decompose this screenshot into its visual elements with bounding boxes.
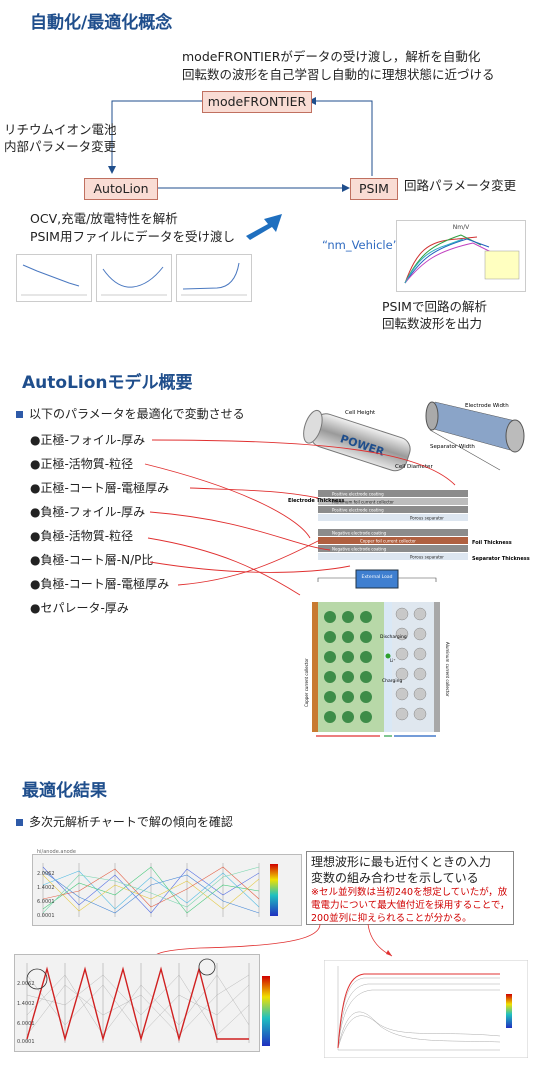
parallel-coords-chart-top: 2.0062 1.4002 6.0001 0.0001 hi/anode.ano… [32, 849, 302, 926]
layer-label: Copper foil current collector [360, 539, 416, 544]
pc-tick: 0.0001 [17, 1039, 35, 1045]
section2-intro: 以下のパラメータを最適化で変動させる [16, 402, 245, 426]
rpm-waveform-chart [324, 960, 528, 1058]
battery-param-line2: 内部パラメータ変更 [4, 139, 117, 154]
section3-intro: 多次元解析チャートで解の傾向を確認 [16, 810, 233, 834]
note-line3: 200並列に抑えられることが分かる。 [311, 913, 472, 924]
param-item: ●負極-フォイル-厚み [30, 505, 146, 519]
ocv-description-line1: OCV,充電/放電特性を解析 [30, 211, 178, 226]
pc-header: hi/anode.anode [37, 849, 76, 855]
pc-tick: 2.0062 [37, 871, 55, 877]
param-item: ●正極-活物質-粒径 [30, 457, 134, 471]
layer-label: Negative electrode coating [332, 547, 387, 552]
ocv-description-line2: PSIM用ファイルにデータを受け渡し [30, 229, 235, 244]
rpm-chart-title: Nm/V [453, 224, 470, 231]
electrode-roll [425, 401, 525, 471]
ocv-chart-2 [96, 254, 172, 302]
pc-tick: 6.0001 [17, 1021, 35, 1027]
callout-line2: 変数の組み合わせを示している [311, 871, 479, 885]
pc-tick: 6.0001 [37, 899, 55, 905]
separator-width-label: Separator Width [430, 444, 475, 450]
layer-label: Positive electrode coating [332, 508, 384, 513]
battery-param-line1: リチウムイオン電池 [4, 122, 117, 137]
param-item: ●正極-フォイル-厚み [30, 433, 146, 447]
param-item: ●負極-コート層-N/P比 [30, 553, 154, 567]
section1-title: 自動化/最適化概念 [30, 13, 173, 33]
copper-cc-label: Copper current collector [304, 658, 309, 707]
param-link-curves [144, 439, 456, 596]
external-load-label: External Load [362, 574, 393, 580]
section2-title: AutoLionモデル概要 [22, 373, 193, 393]
parallel-coords-plot: 2.0062 1.4002 6.0001 0.0001 [37, 863, 260, 919]
modefrontier-box: modeFRONTIER [202, 91, 312, 113]
param-list: ●正極-フォイル-厚み ●正極-活物質-粒径 ●正極-コート層-電極厚み ●負極… [30, 428, 169, 620]
layer-label: Negative electrode coating [332, 531, 387, 536]
parallel-coords-chart-bottom: 2.0062 1.4002 6.0001 0.0001 [14, 954, 260, 1052]
note-line1: ※セル並列数は当初240を想定していたが，放 [311, 887, 508, 898]
electrode-width-label: Electrode Width [465, 403, 509, 409]
flow-connectors [108, 97, 373, 240]
charging-label: Charging [382, 678, 402, 684]
electrode-thickness-label: Electrode Thickness [288, 498, 344, 504]
section3-intro-text: 多次元解析チャートで解の傾向を確認 [29, 815, 233, 829]
param-item: ●負極-コート層-電極厚み [30, 577, 170, 591]
cell-diameter-label: Cell Diameter [395, 464, 433, 470]
note-line2: 電電力について最大値付近を採用することで， [311, 900, 510, 911]
param-item: ●正極-コート層-電極厚み [30, 481, 170, 495]
param-item: ●セパレータ-厚み [30, 601, 129, 615]
aluminum-cc-label: Aluminum current collector [445, 642, 450, 697]
rpm-output-chart: Nm/V [396, 220, 526, 292]
legend-colorbar-2 [262, 976, 270, 1046]
callout-line1: 理想波形に最も近付くときの入力 [311, 855, 492, 869]
param-item: ●負極-活物質-粒径 [30, 529, 134, 543]
battery-structure-figure: POWER Cell Height Cell Diameter Electrod… [288, 401, 530, 737]
psim-output-line2: 回転数波形を出力 [382, 316, 483, 331]
legend-colorbar-1 [270, 864, 278, 916]
parallel-coords-filtered-plot: 2.0062 1.4002 6.0001 0.0001 [17, 958, 250, 1045]
autolion-box: AutoLion [84, 178, 158, 200]
separator-thickness-label: Separator Thickness [472, 556, 530, 562]
li-ion-label: Li⁺ [390, 658, 395, 663]
psim-output-line1: PSIMで回路の解析 [382, 299, 487, 314]
bullet-square-icon [16, 411, 23, 418]
ocv-chart-1 [16, 254, 92, 302]
layer-label: Porous separator [410, 516, 444, 521]
pc-tick: 0.0001 [37, 913, 55, 919]
callout-box: 理想波形に最も近付くときの入力 変数の組み合わせを示している ※セル並列数は当初… [306, 851, 514, 925]
pc-tick: 2.0062 [17, 981, 35, 987]
layer-stack: Positive electrode coating Aluminum foil… [318, 490, 468, 560]
bullet-square-icon [16, 819, 23, 826]
pc-tick: 1.4002 [17, 1001, 35, 1007]
pc-tick: 1.4002 [37, 885, 55, 891]
circuit-param-label: 回路パラメータ変更 [404, 178, 517, 193]
mf-description-line2: 回転数の波形を自己学習し自動的に理想状態に近づける [182, 67, 495, 82]
charge-discharge-diagram: External Load Discharging Charging Li⁺ C [304, 569, 450, 737]
cylindrical-cell: POWER [303, 409, 411, 472]
section2-intro-text: 以下のパラメータを最適化で変動させる [29, 407, 245, 421]
layer-label: Aluminum foil current collector [332, 500, 394, 505]
mf-description-line1: modeFRONTIERがデータの受け渡し，解析を自動化 [182, 49, 481, 64]
cell-height-label: Cell Height [345, 410, 376, 416]
discharging-label: Discharging [380, 634, 407, 640]
psim-box: PSIM [350, 178, 398, 200]
section3-title: 最適化結果 [22, 781, 107, 801]
ocv-chart-3 [176, 254, 252, 302]
layer-label: Porous separator [410, 555, 444, 560]
layer-label: Positive electrode coating [332, 492, 384, 497]
foil-thickness-label: Foil Thickness [472, 540, 512, 546]
vehicle-label: “nm_Vehicle” [322, 238, 399, 252]
